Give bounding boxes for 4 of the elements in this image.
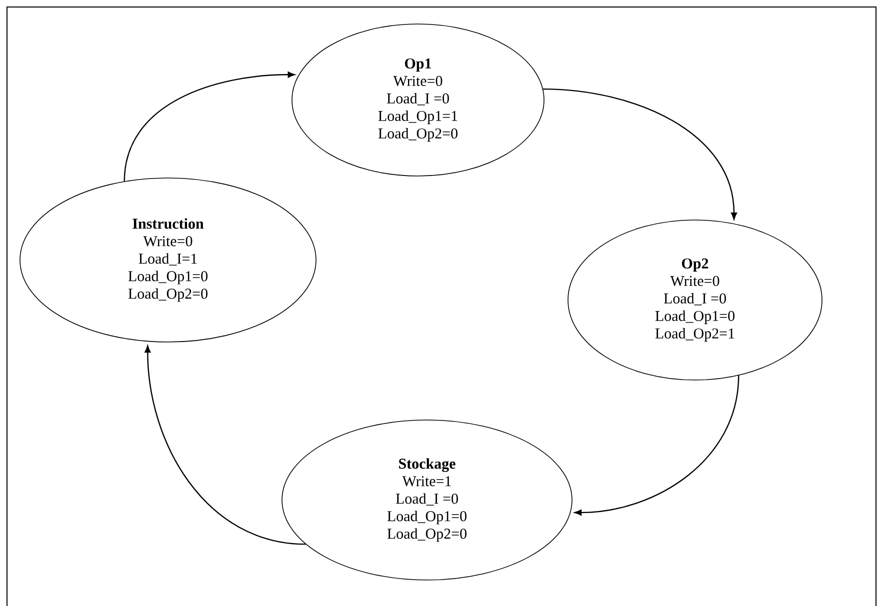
arrow — [144, 345, 306, 545]
arrow — [574, 375, 740, 516]
arrow — [543, 88, 738, 220]
arrow — [124, 72, 295, 182]
